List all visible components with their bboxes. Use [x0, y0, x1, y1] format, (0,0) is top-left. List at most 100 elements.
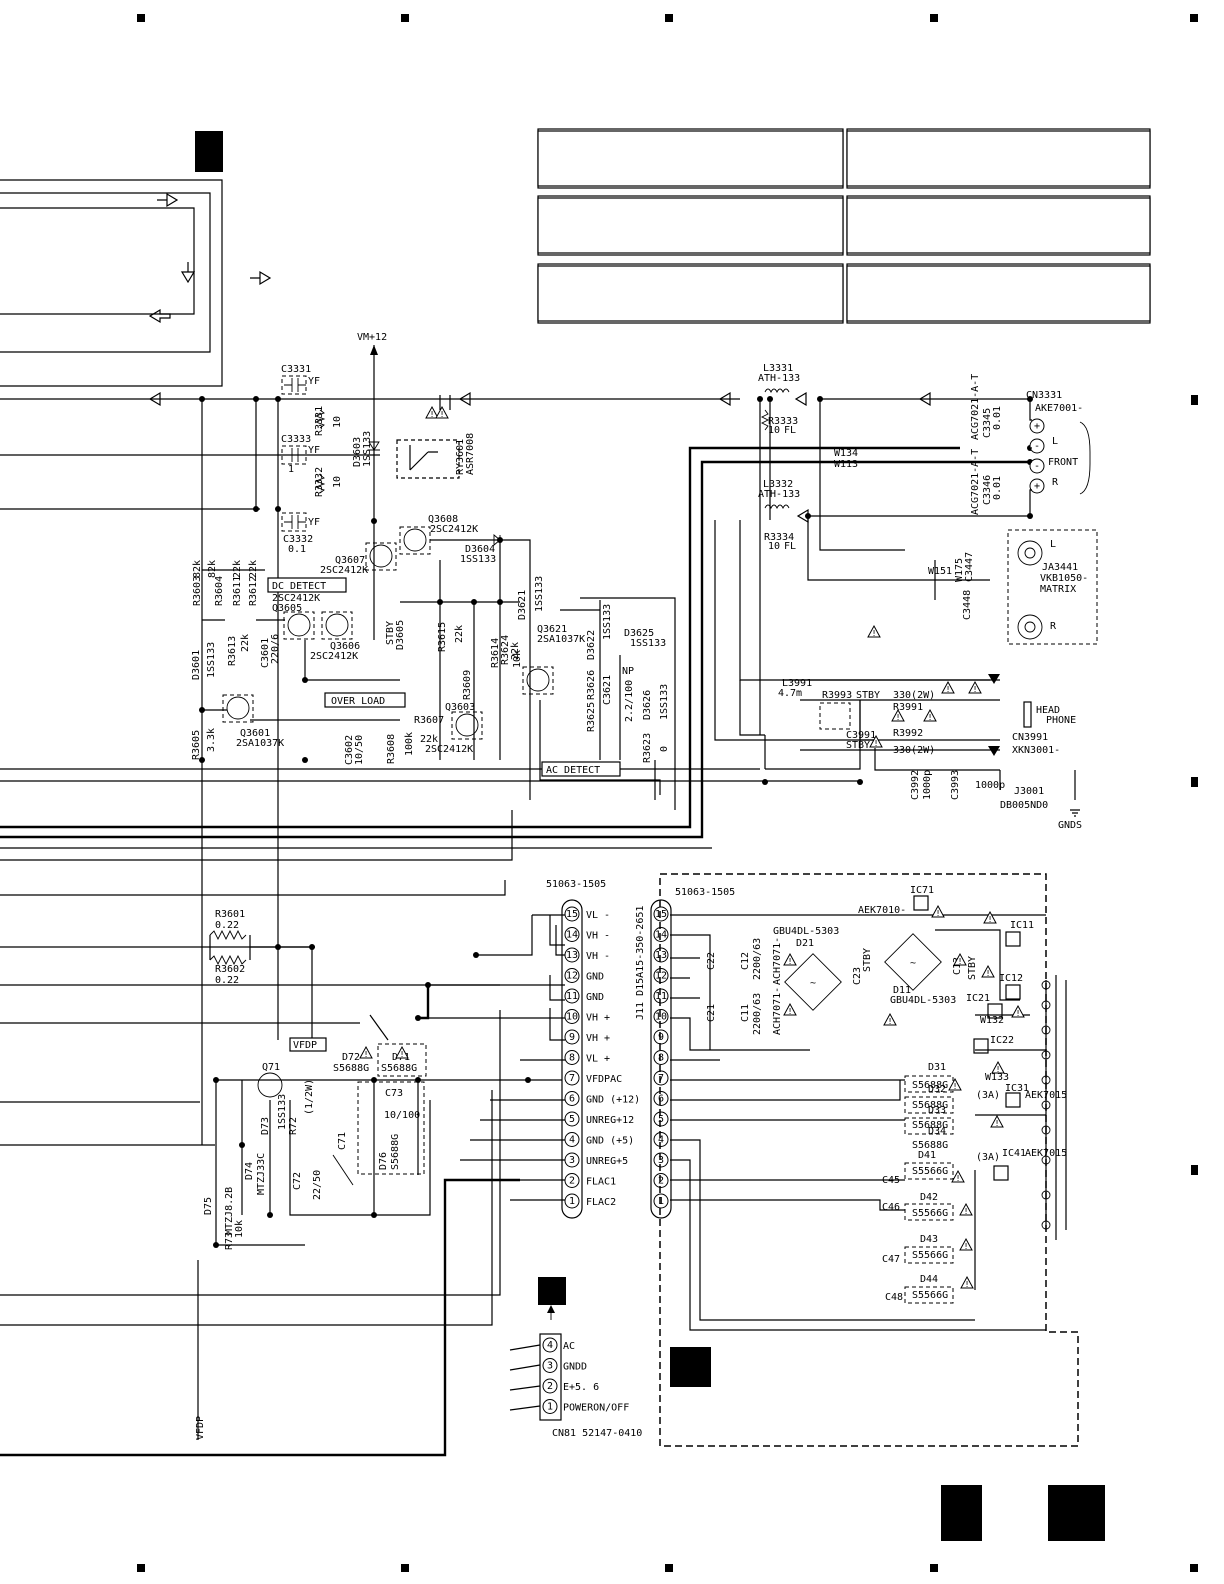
- j11r-pin-number: 14: [655, 930, 667, 941]
- vm12-rail: VM+12: [357, 332, 460, 640]
- j11-pin-number: 4: [569, 1135, 575, 1146]
- warning-mark: !: [872, 629, 877, 638]
- r3611-label: R3611: [232, 576, 243, 606]
- d3601-label: D3601: [191, 650, 202, 680]
- r3613-label: R3613: [227, 636, 238, 666]
- cn3331-value: AKE7001-: [1035, 403, 1083, 414]
- c3332-cap: 0.1: [288, 544, 306, 555]
- j11r-pin-15: 15: [653, 906, 669, 922]
- q3601-label: Q3601: [240, 728, 270, 739]
- d76-value: S5688G: [390, 1134, 401, 1170]
- over-load-label: OVER LOAD: [331, 696, 385, 707]
- c3993-label: C3993: [950, 770, 961, 800]
- warning-icon: !: [990, 1114, 1004, 1128]
- r72-label: R72: [288, 1117, 299, 1135]
- warning-mark: !: [973, 685, 978, 694]
- c72-value: 22/50: [312, 1170, 323, 1200]
- d72-value: S5688G: [333, 1063, 369, 1074]
- j11r-pin-number: 6: [658, 1094, 664, 1105]
- w132-label: W132: [980, 1015, 1004, 1026]
- gnds-label: GNDS: [1058, 820, 1082, 831]
- j11-pin-number: 11: [566, 991, 578, 1002]
- j11r-pin-9: 9: [653, 1029, 669, 1045]
- j11r-pin-13: 13: [653, 947, 669, 963]
- j11r-pin-2: 2: [653, 1173, 669, 1188]
- c3332-label: C3332: [283, 534, 313, 545]
- protect-transistors: Q3608 2SC2412K Q3607 2SC2412K D3604 1SS1…: [320, 514, 531, 800]
- r3602-value: 0.22: [215, 975, 239, 986]
- c3333-label: C3333: [281, 434, 311, 445]
- c3993-value: 1000p: [975, 780, 1005, 791]
- ic21-label: IC21: [966, 993, 990, 1004]
- c12-label: C12: [740, 952, 751, 970]
- q3621-value: 2SA1037K: [537, 634, 585, 645]
- upper-left-components: C3331 YF C3333 YF 1 YF C3332 0.1 R3331 1…: [281, 364, 476, 555]
- r3334-label: R3334: [764, 532, 794, 543]
- r3624-label: R3624: [500, 635, 511, 665]
- amp3a-2-label: (3A): [976, 1152, 1000, 1163]
- l3331-label: L3331: [763, 363, 793, 374]
- c21-label: C21: [706, 1004, 717, 1022]
- j11-pin-label: VL -: [586, 910, 610, 921]
- j11-pin-label: VH +: [586, 1033, 610, 1044]
- l3331-value: ATH-133: [758, 373, 800, 384]
- d3621-value: 1SS133: [534, 576, 545, 612]
- j11-pin-number: 3: [569, 1155, 575, 1166]
- c47-label: C47: [882, 1254, 900, 1265]
- warning-icon: !: [983, 910, 997, 924]
- d44-label: D44: [920, 1274, 938, 1285]
- cn81-pin-label: GNDD: [563, 1362, 587, 1373]
- w175-label: W175: [954, 558, 965, 582]
- c3602-label: C3602: [344, 735, 355, 765]
- d3603-label: D3603: [352, 437, 363, 467]
- d21-label: D21: [796, 938, 814, 949]
- ic31-label: IC31: [1005, 1083, 1029, 1094]
- j11r-pin-14: 14: [653, 927, 669, 942]
- d3626-label: D3626: [642, 690, 653, 720]
- ry3601-label: RY3601: [455, 439, 466, 475]
- c3331-value: YF: [308, 376, 320, 387]
- d3621-label: D3621: [517, 590, 528, 620]
- block-marker-power: [670, 1347, 711, 1387]
- gbu1-label: GBU4DL-5303: [773, 926, 839, 937]
- d73-label: D73: [260, 1117, 271, 1135]
- warning-icon: !: [395, 1045, 409, 1059]
- d3603-value: 1SS133: [362, 431, 373, 467]
- j11-pin-label: VFDPAC: [586, 1074, 622, 1085]
- matrix-label: MATRIX: [1040, 584, 1076, 595]
- warning-triangles: !!!!!!!!!!!!!!!!!!!!!!!!!: [359, 405, 1025, 1289]
- c3621-value: 2.2/100: [624, 680, 635, 722]
- j11-pin-label: GND (+5): [586, 1136, 634, 1147]
- c3345-value: 0.01: [992, 406, 1003, 430]
- r3625-label: R3625: [586, 702, 597, 732]
- c73-value: 10/100: [384, 1110, 420, 1121]
- r3603-label: R3603: [192, 576, 203, 606]
- front-output-block: L3331 ATH-133 R3333 10 FL L3332 ATH-133 …: [758, 363, 1098, 645]
- svg-text:+: +: [1034, 481, 1040, 492]
- amp3a-1-label: (3A): [976, 1090, 1000, 1101]
- fl-label-2: FL: [784, 541, 796, 552]
- warning-mark: !: [788, 957, 793, 966]
- r3626-label: R3626: [586, 670, 597, 700]
- svg-text:~: ~: [810, 978, 816, 989]
- block-marker-cn81: [538, 1277, 566, 1305]
- r3608-label: R3608: [386, 734, 397, 764]
- l3332-label: L3332: [763, 479, 793, 490]
- cn81-pin-number: 1: [547, 1402, 553, 1413]
- r3601-label: R3601: [215, 909, 245, 920]
- svg-text:-: -: [1034, 441, 1040, 452]
- j11r-pin-5: 5: [653, 1111, 669, 1127]
- svg-text:+: +: [1034, 421, 1040, 432]
- j11r-pin-number: 9: [658, 1032, 664, 1043]
- warning-mark: !: [996, 1065, 1001, 1074]
- c12-value: 2200/63: [752, 938, 763, 980]
- d44-value: S5566G: [912, 1290, 948, 1301]
- warning-mark: !: [936, 909, 941, 918]
